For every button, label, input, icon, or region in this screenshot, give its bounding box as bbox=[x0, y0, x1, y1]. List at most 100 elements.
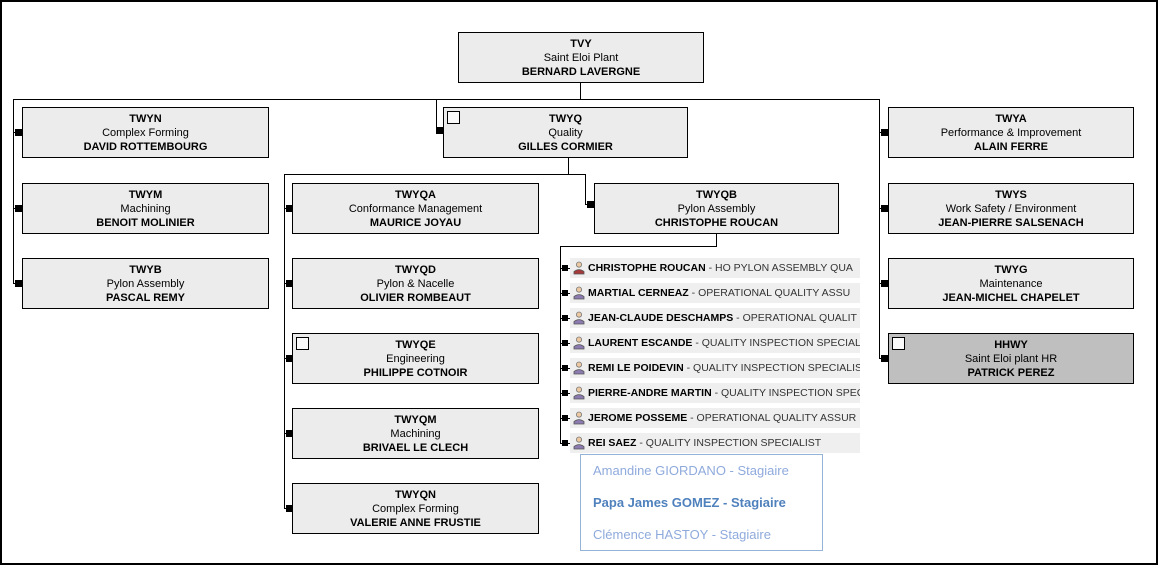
connector-node bbox=[562, 415, 568, 421]
employee-name: JEAN-CLAUDE DESCHAMPS bbox=[588, 312, 734, 324]
node-person-name: JEAN-MICHEL CHAPELET bbox=[942, 292, 1080, 304]
org-node-twyn[interactable]: TWYN Complex Forming DAVID ROTTEMBOURG bbox=[22, 107, 269, 158]
person-red-icon bbox=[573, 261, 585, 275]
employee-name: PIERRE-ANDRE MARTIN bbox=[588, 387, 712, 399]
node-person-name: BERNARD LAVERGNE bbox=[521, 66, 641, 78]
connector-line bbox=[13, 99, 14, 284]
connector-line bbox=[580, 83, 581, 100]
employee-name: REI SAEZ bbox=[588, 437, 637, 449]
node-person-name: BRIVAEL LE CLECH bbox=[362, 442, 469, 454]
node-code: TWYG bbox=[994, 264, 1028, 276]
node-department: Pylon & Nacelle bbox=[376, 278, 455, 290]
org-node-twys[interactable]: TWYS Work Safety / Environment JEAN-PIER… bbox=[888, 183, 1134, 234]
node-person-name: VALERIE ANNE FRUSTIE bbox=[350, 517, 481, 529]
employee-separator: - bbox=[688, 287, 699, 299]
employee-row[interactable]: REI SAEZ - QUALITY INSPECTION SPECIALIST bbox=[570, 433, 860, 453]
employee-row[interactable]: MARTIAL CERNEAZ - OPERATIONAL QUALITY AS… bbox=[570, 283, 860, 303]
person-purple-icon bbox=[573, 436, 585, 450]
connector-node bbox=[15, 129, 22, 136]
node-department: Conformance Management bbox=[348, 203, 483, 215]
employee-role: OPERATIONAL QUALIT bbox=[742, 312, 857, 324]
org-node-twym[interactable]: TWYM Machining BENOIT MOLINIER bbox=[22, 183, 269, 234]
person-purple-icon bbox=[573, 336, 585, 350]
connector-node bbox=[562, 290, 568, 296]
connector-line bbox=[284, 174, 285, 509]
org-node-twyqd[interactable]: TWYQD Pylon & Nacelle OLIVIER ROMBEAUT bbox=[292, 258, 539, 309]
connector-node bbox=[881, 129, 888, 136]
connector-line bbox=[879, 99, 880, 359]
node-person-name: OLIVIER ROMBEAUT bbox=[360, 292, 471, 304]
collapse-toggle-icon[interactable] bbox=[892, 337, 905, 350]
org-node-twyqa[interactable]: TWYQA Conformance Management MAURICE JOY… bbox=[292, 183, 539, 234]
org-node-tvy[interactable]: TVY Saint Eloi Plant BERNARD LAVERGNE bbox=[458, 32, 704, 83]
connector-node bbox=[587, 201, 594, 208]
node-person-name: DAVID ROTTEMBOURG bbox=[83, 141, 208, 153]
node-department: Saint Eloi plant HR bbox=[964, 353, 1058, 365]
node-department: Work Safety / Environment bbox=[945, 203, 1077, 215]
employee-row[interactable]: JEAN-CLAUDE DESCHAMPS - OPERATIONAL QUAL… bbox=[570, 308, 860, 328]
org-node-twyg[interactable]: TWYG Maintenance JEAN-MICHEL CHAPELET bbox=[888, 258, 1134, 309]
org-node-twyqn[interactable]: TWYQN Complex Forming VALERIE ANNE FRUST… bbox=[292, 483, 539, 534]
node-person-name: PHILIPPE COTNOIR bbox=[363, 367, 468, 379]
node-person-name: MAURICE JOYAU bbox=[369, 217, 462, 229]
employee-role: OPERATIONAL QUALITY ASSUR bbox=[696, 412, 857, 424]
org-node-twyb[interactable]: TWYB Pylon Assembly PASCAL REMY bbox=[22, 258, 269, 309]
connector-node bbox=[562, 340, 568, 346]
node-code: TWYS bbox=[995, 189, 1027, 201]
node-department: Performance & Improvement bbox=[940, 127, 1082, 139]
connector-node bbox=[286, 430, 293, 437]
org-node-twyqm[interactable]: TWYQM Machining BRIVAEL LE CLECH bbox=[292, 408, 539, 459]
employee-role: QUALITY INSPECTION SPECIALIST bbox=[645, 437, 822, 449]
employee-separator: - bbox=[687, 412, 697, 424]
connector-node bbox=[562, 365, 568, 371]
node-code: TWYN bbox=[129, 113, 162, 125]
employee-row[interactable]: LAURENT ESCANDE - QUALITY INSPECTION SPE… bbox=[570, 333, 860, 353]
employee-role: OPERATIONAL QUALITY ASSU bbox=[698, 287, 851, 299]
connector-node bbox=[286, 205, 293, 212]
person-purple-icon bbox=[573, 386, 585, 400]
connector-line bbox=[560, 246, 561, 444]
org-node-hhwy[interactable]: HHWY Saint Eloi plant HR PATRICK PEREZ bbox=[888, 333, 1134, 384]
employee-row[interactable]: PIERRE-ANDRE MARTIN - QUALITY INSPECTION… bbox=[570, 383, 860, 403]
node-department: Saint Eloi Plant bbox=[543, 52, 619, 64]
collapse-toggle-icon[interactable] bbox=[447, 111, 460, 124]
node-code: TWYQE bbox=[395, 339, 436, 351]
connector-node bbox=[15, 205, 22, 212]
connector-node bbox=[562, 265, 568, 271]
employee-role: QUALITY INSPECTION SPECIALIS bbox=[693, 362, 860, 374]
node-department: Pylon Assembly bbox=[106, 278, 185, 290]
connector-node bbox=[286, 280, 293, 287]
employee-separator: - bbox=[733, 312, 743, 324]
connector-line bbox=[13, 99, 880, 100]
node-department: Complex Forming bbox=[102, 127, 189, 139]
connector-line bbox=[716, 234, 717, 247]
connector-line bbox=[560, 246, 717, 247]
org-node-twya[interactable]: TWYA Performance & Improvement ALAIN FER… bbox=[888, 107, 1134, 158]
node-code: TWYQ bbox=[549, 113, 582, 125]
employee-row[interactable]: CHRISTOPHE ROUCAN - HO PYLON ASSEMBLY QU… bbox=[570, 258, 860, 278]
org-node-twyq[interactable]: TWYQ Quality GILLES CORMIER bbox=[443, 107, 688, 158]
person-purple-icon bbox=[573, 361, 585, 375]
connector-node bbox=[286, 355, 293, 362]
employee-row[interactable]: JEROME POSSEME - OPERATIONAL QUALITY ASS… bbox=[570, 408, 860, 428]
employee-role: QUALITY INSPECTION SPEC bbox=[721, 387, 860, 399]
node-department: Maintenance bbox=[979, 278, 1043, 290]
org-node-twyqe[interactable]: TWYQE Engineering PHILIPPE COTNOIR bbox=[292, 333, 539, 384]
node-person-name: GILLES CORMIER bbox=[518, 141, 613, 153]
collapse-toggle-icon[interactable] bbox=[296, 337, 309, 350]
employee-separator: - bbox=[692, 337, 702, 349]
node-department: Machining bbox=[120, 203, 171, 215]
connector-node bbox=[881, 280, 888, 287]
connector-node bbox=[15, 280, 22, 287]
employee-role: HO PYLON ASSEMBLY QUA bbox=[715, 262, 853, 274]
org-node-twyqb[interactable]: TWYQB Pylon Assembly CHRISTOPHE ROUCAN bbox=[594, 183, 839, 234]
connector-node bbox=[286, 505, 293, 512]
employee-row[interactable]: REMI LE POIDEVIN - QUALITY INSPECTION SP… bbox=[570, 358, 860, 378]
connector-line bbox=[585, 174, 586, 205]
employee-role: QUALITY INSPECTION SPECIALI bbox=[701, 337, 860, 349]
node-person-name: PASCAL REMY bbox=[105, 292, 186, 304]
node-department: Complex Forming bbox=[372, 503, 459, 515]
node-person-name: ALAIN FERRE bbox=[974, 141, 1048, 153]
employee-name: REMI LE POIDEVIN bbox=[588, 362, 684, 374]
